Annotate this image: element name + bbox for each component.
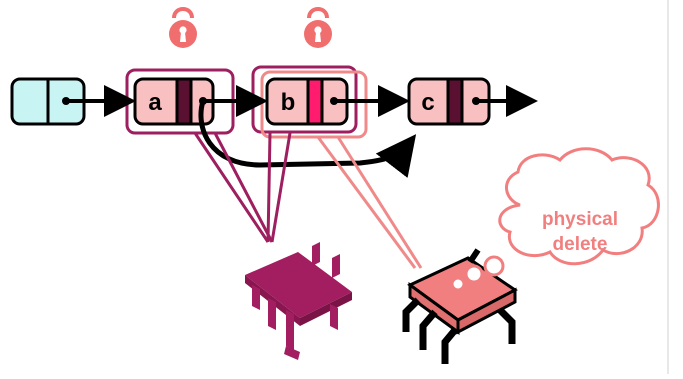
bubble-line-2: delete [553,234,608,255]
list-node-a: a [133,77,215,126]
robot-icon [245,242,352,360]
bypass-arrow-icon [198,100,417,178]
lock-icon [304,7,332,48]
connector-line [316,136,417,269]
bubble-line-1: physical [542,209,618,230]
node-b-label: b [281,89,296,116]
thought-bubble-icon: physical delete [450,147,660,292]
connector-line [266,132,272,243]
connector-line [270,132,292,243]
lock-icon [169,7,197,48]
connector-line [336,136,423,269]
connector-line [193,132,270,243]
node-a-label: a [148,89,162,116]
node-c-label: c [421,89,434,116]
connector-line [213,132,274,243]
